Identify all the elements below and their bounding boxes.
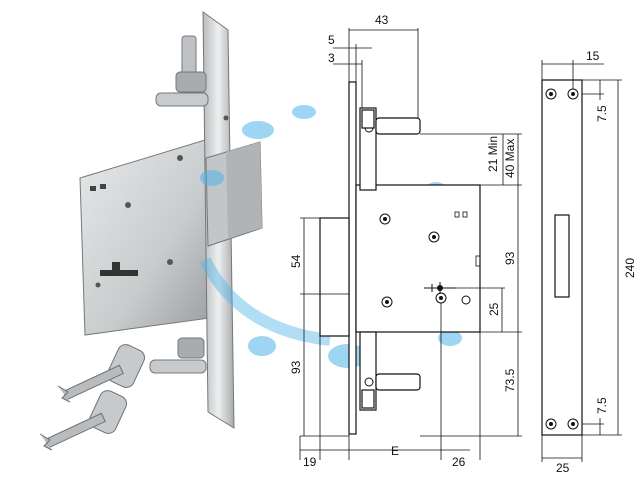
dim-bottom-offset: 73.5 xyxy=(503,368,517,392)
dim-backset-label: E xyxy=(391,444,399,458)
dim-right-width: 26 xyxy=(452,455,466,469)
dim-top-width: 43 xyxy=(375,13,389,27)
upper-pin xyxy=(155,92,209,107)
dim-lower-height: 93 xyxy=(289,360,303,374)
dim-plate-height: 240 xyxy=(623,258,637,278)
dim-bottom-width: 25 xyxy=(556,461,570,475)
dim-offset-a: 5 xyxy=(328,33,335,47)
lock-product-photo xyxy=(39,11,263,451)
keys xyxy=(39,344,146,451)
lower-pin xyxy=(149,359,207,374)
dim-left-width: 19 xyxy=(303,455,317,469)
side-view-drawing: 43 5 3 21 Min 40 Max 93 25 73.5 54 93 19… xyxy=(289,13,522,469)
dim-upper-height: 54 xyxy=(289,254,303,268)
front-view-drawing: 15 7.5 240 7.5 25 xyxy=(541,49,637,475)
dim-bolt-min: 21 Min xyxy=(486,136,500,172)
dim-key-offset: 25 xyxy=(487,302,501,316)
dim-top-hole-offset: 7.5 xyxy=(595,105,609,122)
dim-plate-width: 15 xyxy=(586,49,600,63)
dim-bolt-max: 40 Max xyxy=(503,139,517,178)
lock-case xyxy=(79,139,211,336)
dim-case-height: 93 xyxy=(503,251,517,265)
dim-offset-b: 3 xyxy=(328,51,335,65)
dim-bottom-hole-offset: 7.5 xyxy=(595,397,609,414)
